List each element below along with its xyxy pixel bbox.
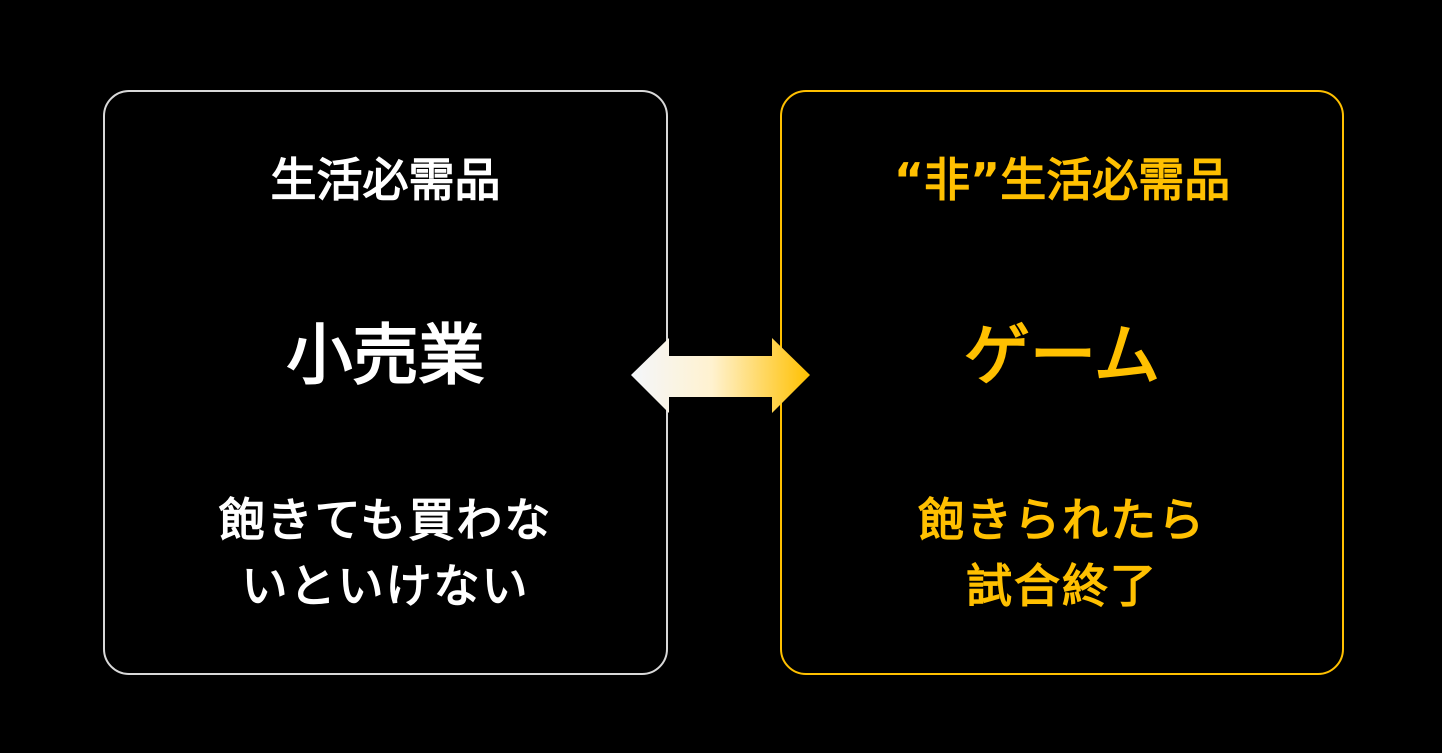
description-line: いといけない [241, 559, 530, 613]
retail-label: 小売業 [286, 317, 485, 394]
necessities-description: 飽きても買わな いといけない [105, 487, 666, 619]
necessities-heading: 生活必需品 [270, 153, 501, 207]
description-line: 飽きても買わな [218, 493, 553, 547]
non-necessities-description: 飽きられたら 試合終了 [782, 487, 1342, 619]
description-line: 飽きられたら [918, 493, 1206, 547]
necessities-box: 生活必需品 小売業 飽きても買わな いといけない [103, 90, 668, 675]
description-line: 試合終了 [966, 559, 1158, 613]
game-label: ゲーム [963, 317, 1161, 394]
non-necessities-box: “非”生活必需品 ゲーム 飽きられたら 試合終了 [780, 90, 1344, 675]
non-necessities-heading: “非”生活必需品 [893, 153, 1231, 207]
